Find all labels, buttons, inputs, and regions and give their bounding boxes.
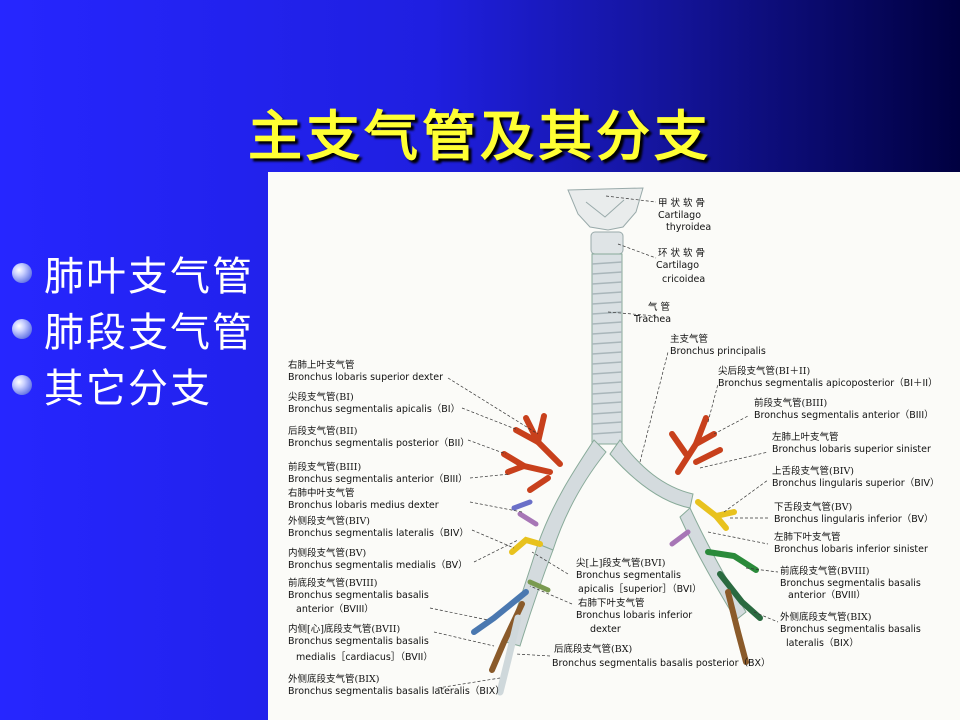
label-en: Bronchus principalis: [670, 346, 766, 357]
label-en: Bronchus segmentalis posterior（BII）: [288, 437, 470, 449]
label-en: Bronchus segmentalis basalis: [780, 624, 921, 635]
label-en: dexter: [590, 624, 621, 635]
label-zh: 内侧段支气管(BV): [288, 547, 366, 559]
label-en: Bronchus segmentalis lateralis（BIV）: [288, 527, 469, 539]
label-en: Trachea: [633, 314, 671, 325]
label-zh: 尖[上]段支气管(BVI): [576, 557, 665, 569]
label-zh: 内侧[心]底段支气管(BVII): [288, 623, 400, 635]
label-zh: 后段支气管(BII): [288, 425, 357, 437]
label-en: Bronchus lobaris superior dexter: [288, 372, 443, 383]
bullet-item: 其它分支: [12, 357, 254, 413]
left-lower-trunk-shape: [679, 507, 747, 621]
left-upper-lobe-branches: [669, 415, 723, 475]
cricoid-cartilage-shape: [590, 231, 624, 255]
label-zh: 气 管: [648, 301, 670, 313]
left-labels: 右肺上叶支气管 Bronchus lobaris superior dexter…: [288, 359, 505, 697]
label-zh: 前段支气管(BIII): [754, 397, 827, 409]
label-en: Bronchus segmentalis basalis lateralis（B…: [288, 685, 505, 697]
top-label-trachea: 气 管 Trachea: [633, 301, 671, 325]
label-zh: 外侧底段支气管(BIX): [288, 673, 379, 685]
label-zh: 甲 状 软 骨: [658, 197, 705, 209]
bronchial-tree-figure: 甲 状 软 骨 Cartilago thyroidea 环 状 软 骨 Cart…: [268, 172, 960, 720]
bullet-item: 肺段支气管: [12, 301, 254, 357]
label-en: lateralis（BIX）: [786, 637, 859, 649]
label-en: thyroidea: [666, 222, 711, 233]
label-zh: 尖段支气管(BI): [288, 391, 354, 403]
trachea-rings: [591, 261, 623, 435]
label-en: Bronchus lobaris inferior: [576, 610, 692, 621]
label-en: Bronchus segmentalis basalis: [288, 636, 429, 647]
bullet-dot-icon: [12, 375, 32, 395]
label-zh: 左肺下叶支气管: [774, 531, 841, 543]
label-zh: 主支气管: [670, 333, 708, 345]
label-en: Bronchus segmentalis: [576, 570, 681, 581]
thyroid-cartilage-shape: [567, 187, 644, 231]
label-zh: 前底段支气管(BVIII): [288, 577, 378, 589]
right-main-bronchus-shape: [537, 439, 607, 551]
label-zh: 右肺中叶支气管: [288, 487, 355, 499]
label-zh: 上舌段支气管(BIV): [772, 465, 854, 477]
bronchial-tree-illustration: 甲 状 软 骨 Cartilago thyroidea 环 状 软 骨 Cart…: [288, 187, 940, 697]
lingula-branches: [695, 499, 737, 531]
right-labels: 主支气管 Bronchus principalis 尖后段支气管(BI＋II) …: [670, 333, 940, 649]
label-en: Bronchus lingularis superior（BIV）: [772, 477, 940, 489]
label-en: Bronchus segmentalis anterior（BIII）: [754, 409, 934, 421]
bullet-list: 肺叶支气管 肺段支气管 其它分支: [12, 245, 254, 413]
label-zh: 后底段支气管(BX): [554, 643, 632, 655]
left-basal-branches: [669, 529, 763, 665]
label-en: Bronchus lobaris superior sinister: [772, 444, 931, 455]
label-en: Bronchus segmentalis basalis: [780, 578, 921, 589]
label-zh: 外侧底段支气管(BIX): [780, 611, 871, 623]
label-en: Bronchus segmentalis apicoposterior（BI＋I…: [718, 377, 938, 389]
label-en: Bronchus lingularis inferior（BV）: [774, 513, 933, 525]
top-label-cricoid: 环 状 软 骨 Cartilago cricoidea: [656, 247, 705, 285]
label-en: Bronchus segmentalis apicalis（BI）: [288, 403, 460, 415]
label-en: Cartilago: [658, 210, 701, 221]
label-zh: 下舌段支气管(BV): [774, 501, 852, 513]
slide-title: 主支气管及其分支: [248, 105, 712, 168]
leader-lines: [429, 195, 779, 689]
label-en: Bronchus segmentalis basalis: [288, 590, 429, 601]
label-en: Bronchus lobaris medius dexter: [288, 500, 439, 511]
right-upper-lobe-branches: [501, 413, 563, 493]
label-zh: 前底段支气管(BVIII): [780, 565, 870, 577]
bullet-text: 肺叶支气管: [44, 254, 254, 300]
label-en: Bronchus lobaris inferior sinister: [774, 544, 928, 555]
label-en: cricoidea: [662, 274, 705, 285]
label-zh: 环 状 软 骨: [658, 247, 705, 259]
label-en: Bronchus segmentalis medialis（BV）: [288, 559, 468, 571]
label-zh: 右肺下叶支气管: [578, 597, 645, 609]
label-en: Bronchus segmentalis basalis posterior（B…: [552, 657, 771, 669]
label-en: medialis［cardiacus］（BVII）: [296, 651, 433, 663]
right-middle-lobe-branches: [509, 499, 543, 555]
bullet-dot-icon: [12, 263, 32, 283]
center-labels: 尖[上]段支气管(BVI) Bronchus segmentalis apica…: [552, 557, 771, 669]
bullet-dot-icon: [12, 319, 32, 339]
label-en: Cartilago: [656, 260, 699, 271]
label-zh: 尖后段支气管(BI＋II): [718, 365, 810, 377]
bullet-item: 肺叶支气管: [12, 245, 254, 301]
label-en: apicalis［superior］（BVI）: [578, 583, 702, 595]
right-basal-branches: [471, 579, 551, 696]
label-zh: 右肺上叶支气管: [288, 359, 355, 371]
label-zh: 外侧段支气管(BIV): [288, 515, 370, 527]
label-zh: 前段支气管(BIII): [288, 461, 361, 473]
label-en: anterior（BVIII）: [296, 603, 374, 615]
thyroid-notch-line: [585, 199, 625, 218]
label-en: anterior（BVIII）: [788, 589, 866, 601]
label-zh: 左肺上叶支气管: [772, 431, 839, 443]
label-en: Bronchus segmentalis anterior（BIII）: [288, 473, 468, 485]
bullet-text: 其它分支: [44, 366, 212, 412]
bullet-text: 肺段支气管: [44, 310, 254, 356]
top-label-thyroid: 甲 状 软 骨 Cartilago thyroidea: [658, 197, 711, 233]
